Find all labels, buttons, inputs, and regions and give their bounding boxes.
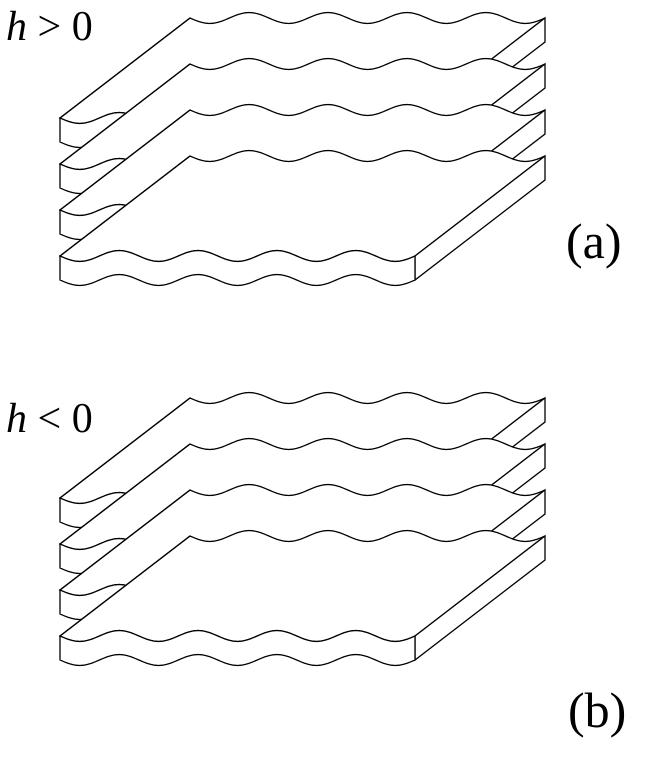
panel-b-variable: h	[6, 396, 27, 442]
sheet-edge	[59, 17, 191, 119]
panel-a-operator: >	[37, 4, 62, 50]
panel-a-sheet-4	[58, 149, 546, 287]
sheet-edge	[59, 443, 191, 545]
panel-b-tag: (b)	[568, 682, 627, 738]
panel-a-stack	[58, 11, 546, 287]
sheet-edge	[59, 109, 191, 211]
panel-b-operator: <	[37, 396, 62, 442]
panel-a-tag: (a)	[566, 213, 622, 269]
sheet-front-face	[59, 629, 416, 667]
panel-a-value: 0	[71, 4, 93, 50]
sheet-front-face	[59, 249, 416, 287]
panel-a-condition: h > 0	[6, 6, 93, 48]
sheet-edge	[59, 155, 191, 257]
panel-a-variable: h	[6, 4, 27, 50]
sheet-edge	[59, 397, 191, 499]
sheet-edge	[59, 535, 191, 637]
sheet-edge	[59, 63, 191, 165]
panel-b-value: 0	[71, 396, 93, 442]
panel-b-stack	[58, 391, 546, 667]
sheet-edge	[59, 489, 191, 591]
panel-b-condition: h < 0	[6, 398, 93, 440]
panel-b-sheet-4	[58, 529, 546, 667]
